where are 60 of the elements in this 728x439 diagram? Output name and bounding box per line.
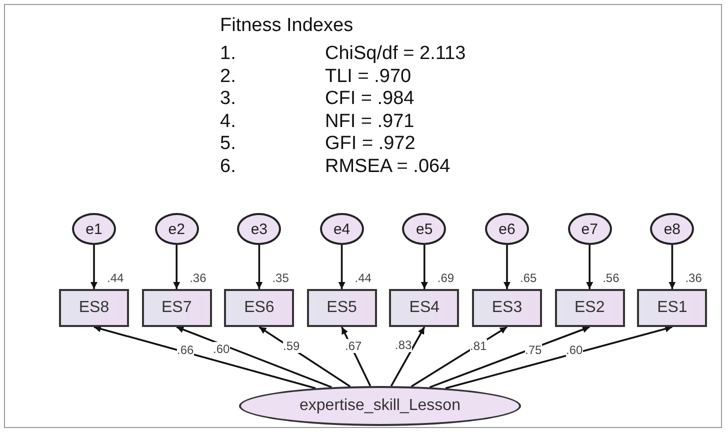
observed-variable-box: ES8	[59, 289, 129, 327]
squared-correlation-label: .44	[354, 271, 372, 285]
error-circle: e1	[72, 213, 116, 245]
list-number: 2.	[220, 66, 236, 88]
arrow	[668, 245, 676, 289]
squared-correlation-label: .35	[272, 271, 289, 285]
arrow	[504, 245, 510, 289]
edge-label: .81	[470, 339, 487, 353]
arrow	[390, 326, 426, 386]
observed-variable-box: ES5	[306, 289, 377, 327]
heading: Fitness Indexes	[220, 15, 354, 37]
squared-correlation-label: .56	[602, 271, 620, 285]
list-number: 3.	[220, 88, 236, 110]
observed-variable-box: ES2	[554, 289, 625, 327]
observed-variable-box: ES3	[472, 289, 542, 327]
latent-variable-ellipse: expertise_skill_Lesson	[239, 386, 521, 426]
list-number: 1.	[220, 43, 236, 65]
error-circle: e2	[154, 213, 199, 245]
arrow	[410, 326, 508, 388]
edge-label: .75	[525, 343, 542, 357]
edge-label: .60	[566, 343, 583, 357]
squared-correlation-label: .36	[685, 271, 702, 285]
error-circle: e3	[237, 213, 282, 245]
arrow	[258, 326, 351, 388]
squared-correlation-label: .36	[190, 271, 206, 285]
arrow	[429, 326, 590, 388]
list-number: 6.	[220, 156, 236, 178]
squared-correlation-label: .65	[520, 271, 537, 285]
error-circle: e7	[568, 213, 612, 245]
edge-label: .59	[283, 339, 300, 353]
edge-label: .67	[345, 339, 362, 353]
observed-variable-box: ES4	[389, 289, 460, 327]
list-number: 5.	[220, 133, 236, 156]
fit-index-value: TLI = .970	[325, 66, 412, 88]
error-circle: e8	[650, 213, 694, 245]
arrow	[341, 326, 372, 386]
error-circle: e4	[320, 213, 364, 245]
arrow	[90, 245, 98, 289]
fit-index-value: NFI = .971	[325, 110, 414, 133]
edge-label: .83	[395, 338, 412, 352]
fit-index-value: RMSEA = .064	[325, 156, 450, 178]
squared-correlation-label: .69	[437, 271, 454, 285]
arrow	[338, 245, 346, 289]
list-number: 4.	[220, 110, 236, 133]
edge-label: .66	[177, 343, 194, 357]
error-circle: e5	[402, 213, 446, 245]
arrow	[420, 245, 428, 289]
observed-variable-box: ES7	[142, 289, 212, 327]
fit-index-value: GFI = .972	[325, 133, 416, 156]
edge-label: .60	[213, 342, 230, 356]
observed-variable-box: ES6	[224, 289, 294, 327]
arrow	[586, 245, 594, 289]
error-circle: e6	[485, 213, 529, 245]
squared-correlation-label: .44	[107, 271, 124, 285]
arrow	[256, 245, 263, 289]
fit-index-value: ChiSq/df = 2.113	[325, 43, 466, 65]
fit-index-value: CFI = .984	[325, 88, 414, 110]
observed-variable-box: ES1	[637, 289, 708, 327]
arrow	[176, 326, 332, 388]
arrow	[173, 245, 180, 289]
